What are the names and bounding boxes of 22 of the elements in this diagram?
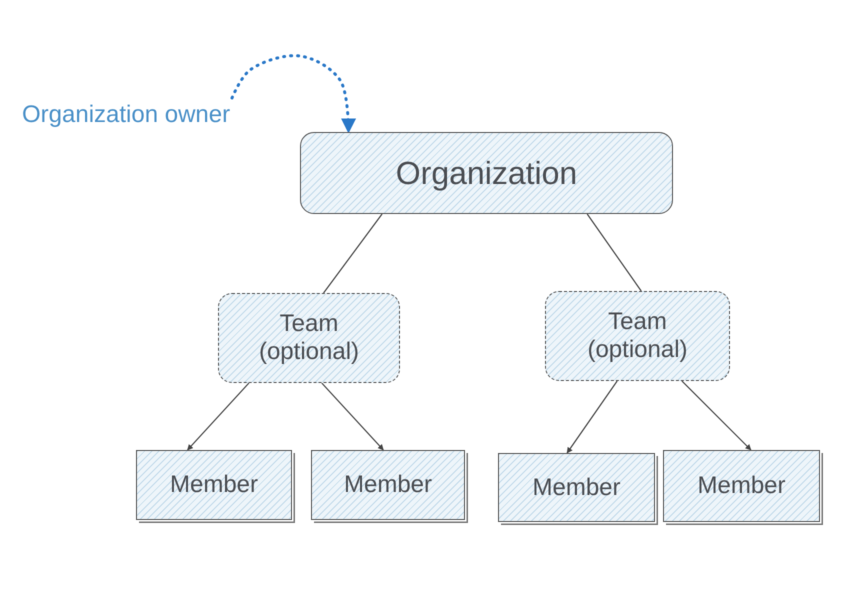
annotation-text: Organization owner (22, 98, 272, 132)
node-label: Team (optional) (258, 310, 360, 366)
member-box (498, 453, 655, 522)
team-box (218, 293, 400, 383)
arrow (187, 382, 250, 450)
node-label: Member (344, 471, 432, 499)
arrow (681, 380, 752, 450)
node-label: Member (697, 472, 786, 500)
member-box (136, 450, 292, 520)
connector-line (323, 214, 383, 294)
node-label: Member (170, 471, 258, 499)
arrow (321, 382, 384, 450)
member-box (663, 450, 820, 522)
member-box (311, 450, 465, 520)
arrow (566, 380, 618, 454)
dotted-arrow (230, 54, 356, 134)
node-label: Organization (396, 154, 578, 192)
team-box (545, 291, 730, 381)
connector-line (586, 214, 642, 292)
organization-box (300, 132, 673, 214)
node-label: Member (532, 474, 621, 502)
node-label: Team (optional) (586, 308, 689, 364)
